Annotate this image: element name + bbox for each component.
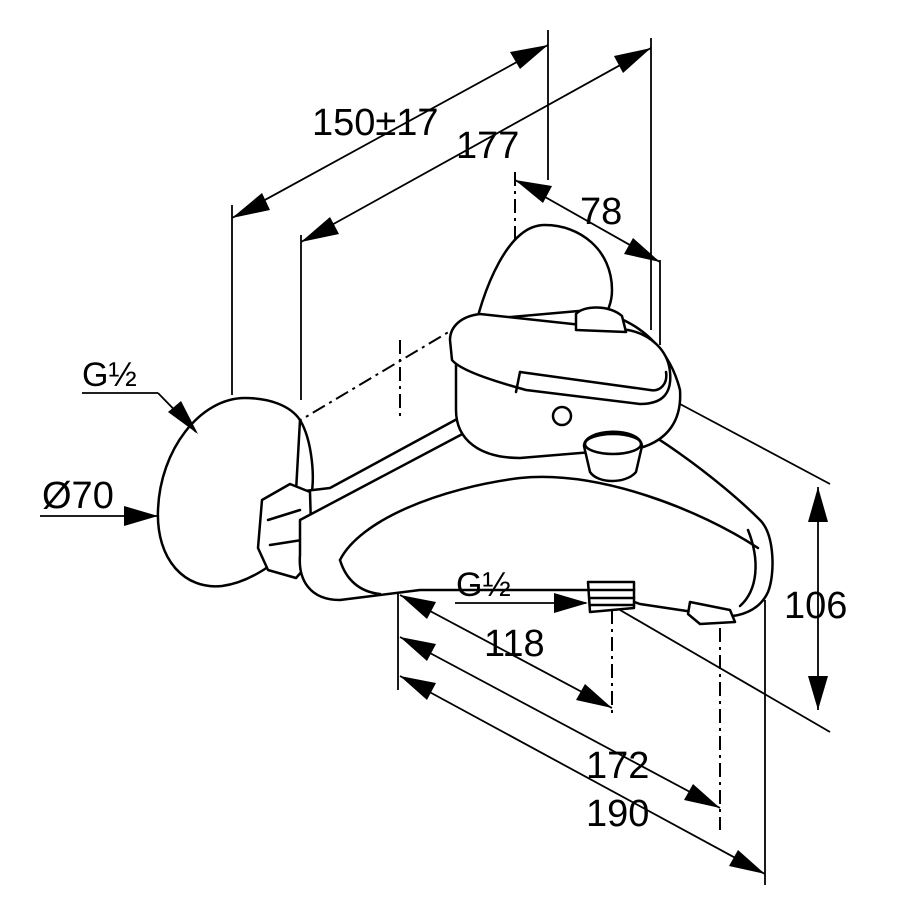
arrow-177-left xyxy=(301,217,339,242)
extension-lines xyxy=(231,30,831,885)
main-body xyxy=(298,408,774,618)
arrow-106-bottom xyxy=(808,676,828,710)
arrow-78-left xyxy=(515,180,552,203)
dim-line-150 xyxy=(231,44,549,219)
label-190: 190 xyxy=(586,793,649,835)
dim-line-190 xyxy=(399,675,766,875)
arrow-190-left xyxy=(400,676,436,700)
label-78: 78 xyxy=(580,191,622,233)
arrow-172-right xyxy=(684,784,720,808)
ext-line-106-top xyxy=(679,403,831,485)
label-118: 118 xyxy=(484,623,545,665)
dim-line-118 xyxy=(399,594,613,709)
lever-handle-notch xyxy=(514,370,522,394)
lever-pivot xyxy=(574,306,628,334)
arrow-78-right xyxy=(624,238,660,262)
label-outlet-thread: G½ xyxy=(456,566,511,604)
body-contour-line xyxy=(338,475,760,562)
dimension-lines xyxy=(40,44,828,875)
wall-nut-facet-2 xyxy=(268,538,304,547)
label-177: 177 xyxy=(456,125,519,167)
diverter-knob[interactable] xyxy=(582,430,644,483)
dimension-labels: 150±17 177 78 106 118 172 190 G½ Ø70 G½ xyxy=(42,102,847,835)
label-150: 150±17 xyxy=(312,102,439,144)
label-172: 172 xyxy=(586,745,649,787)
arrow-outlet xyxy=(554,593,588,613)
arrow-diameter xyxy=(124,506,158,526)
arrow-118-right xyxy=(576,684,612,708)
spout-tip-contour xyxy=(738,528,757,608)
diverter-knob-top xyxy=(583,432,643,456)
lever-handle-edge xyxy=(518,370,668,392)
spout-aerator xyxy=(686,600,737,626)
arrow-150-left xyxy=(232,193,270,218)
label-diameter: Ø70 xyxy=(42,475,114,517)
faucet-body xyxy=(156,223,774,626)
arrow-106-top xyxy=(808,487,828,522)
arrow-177-right xyxy=(614,48,651,73)
body-contour-bottom xyxy=(338,558,382,596)
wall-nut-facet-1 xyxy=(266,508,302,522)
label-inlet-thread: G½ xyxy=(82,356,137,394)
arrow-inlet xyxy=(168,401,198,434)
arrow-172-left xyxy=(400,637,436,661)
dim-line-177 xyxy=(300,47,652,243)
label-106: 106 xyxy=(784,585,847,627)
arrow-118-left xyxy=(400,595,436,619)
arrow-150-right xyxy=(510,45,548,69)
screw-hole xyxy=(551,405,573,427)
dim-line-172 xyxy=(399,636,721,809)
lever-handle[interactable] xyxy=(448,312,672,406)
arrow-190-right xyxy=(729,850,765,874)
ext-line-106-bottom xyxy=(619,609,831,733)
